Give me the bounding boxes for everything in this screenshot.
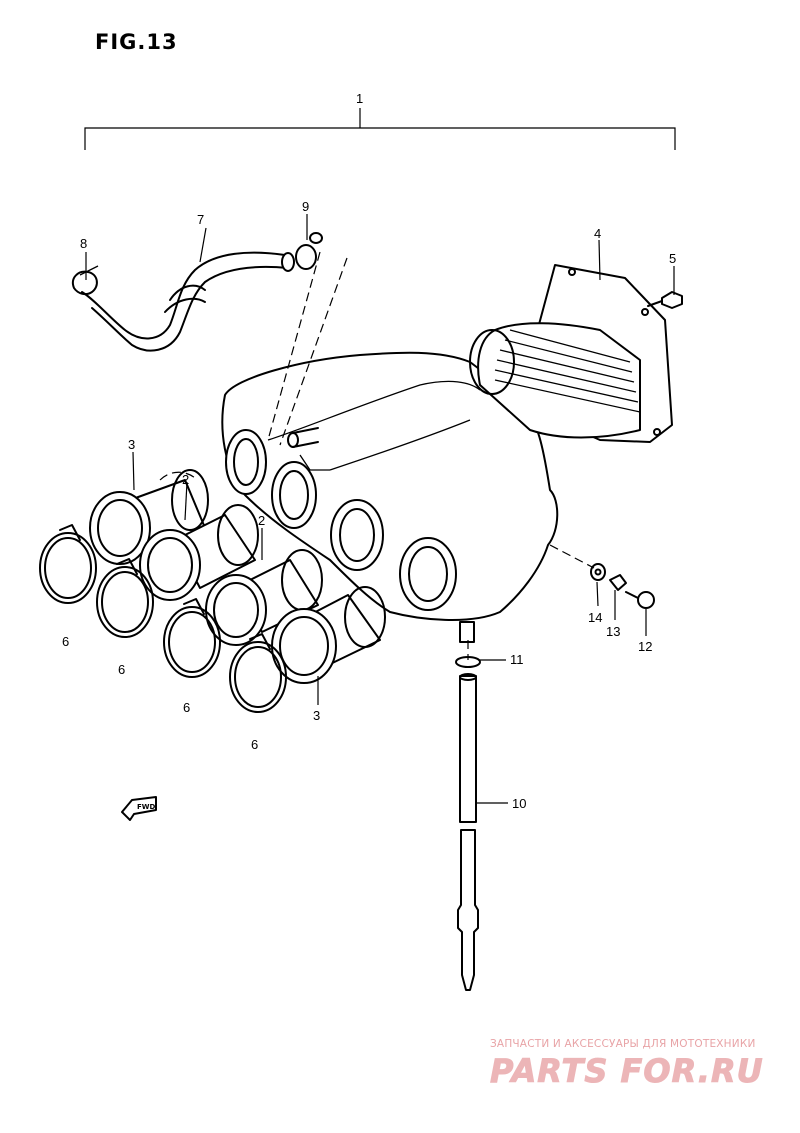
callout-5: 5 bbox=[669, 251, 676, 266]
callout-6b: 6 bbox=[118, 662, 125, 677]
callout-labels: 1 2 2 3 3 4 5 6 6 6 6 7 8 9 10 11 12 13 … bbox=[62, 91, 676, 811]
callout-1: 1 bbox=[356, 91, 363, 106]
figure-title: FIG.13 bbox=[95, 30, 178, 54]
callout-3b: 3 bbox=[313, 708, 320, 723]
fwd-label: FWD bbox=[137, 803, 156, 811]
boot-clamps bbox=[39, 524, 287, 713]
callout-10: 10 bbox=[512, 796, 526, 811]
intake-boots bbox=[89, 469, 386, 684]
callout-2b: 2 bbox=[258, 513, 265, 528]
callout-6a: 6 bbox=[62, 634, 69, 649]
callout-4: 4 bbox=[594, 226, 601, 241]
callout-11: 11 bbox=[510, 652, 524, 667]
callout-13: 13 bbox=[606, 624, 620, 639]
assembly-bracket bbox=[84, 108, 676, 150]
watermark-tagline: ЗАПЧАСТИ И АКСЕССУАРЫ ДЛЯ МОТОТЕХНИКИ bbox=[490, 1038, 756, 1050]
filter-screw bbox=[647, 291, 683, 309]
breather-hose bbox=[81, 251, 295, 352]
drain-fasteners bbox=[590, 563, 655, 609]
callout-6c: 6 bbox=[183, 700, 190, 715]
watermark-logo: PARTS FOR.RU bbox=[490, 1052, 764, 1091]
hose-clamp-ring bbox=[295, 232, 323, 270]
hose-clip bbox=[72, 265, 99, 296]
air-filter-element bbox=[469, 264, 673, 443]
callout-12: 12 bbox=[638, 639, 652, 654]
callout-6d: 6 bbox=[251, 737, 258, 752]
callout-9: 9 bbox=[302, 199, 309, 214]
callout-8: 8 bbox=[80, 236, 87, 251]
svg-text:PARTS FOR.RU: PARTS FOR.RU bbox=[490, 1052, 764, 1090]
callout-7: 7 bbox=[197, 212, 204, 227]
forward-direction-marker: FWD bbox=[121, 796, 157, 821]
callout-2a: 2 bbox=[182, 472, 189, 487]
callout-14: 14 bbox=[588, 610, 602, 625]
callout-leaders bbox=[85, 214, 675, 804]
callout-3a: 3 bbox=[128, 437, 135, 452]
guide-lines bbox=[159, 251, 595, 660]
air-cleaner-housing bbox=[221, 351, 559, 643]
drain-tube bbox=[455, 656, 481, 991]
